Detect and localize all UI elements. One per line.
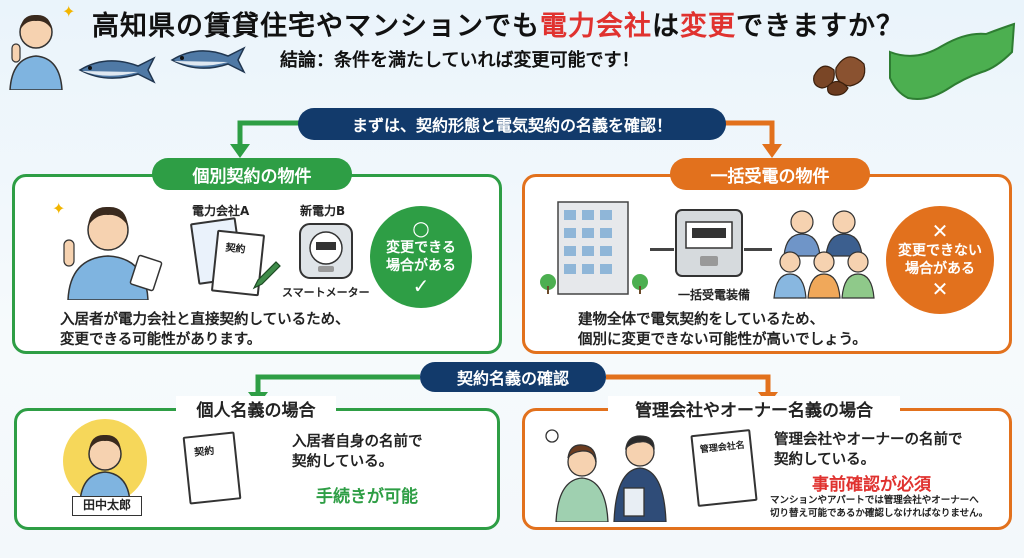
- bulk-power-text: 建物全体で電気契約をしているため、 個別に変更できない可能性が高いでしょう。: [578, 312, 867, 348]
- apartment-building-illustration: [540, 198, 650, 298]
- pen-icon: [250, 258, 284, 292]
- management-note: マンションやアパートでは管理会社やオーナーへ 切り替え可能であるか確認しなければ…: [770, 495, 989, 519]
- personal-name-label: 個人名義の場合: [176, 396, 336, 421]
- new-power-b-caption: 新電力B: [300, 204, 346, 218]
- procedure-possible-text: 手続きが可能: [316, 487, 418, 507]
- check-first-banner: まずは、契約形態と電気契約の名義を確認！: [298, 108, 726, 140]
- name-tag: 田中太郎: [72, 496, 142, 516]
- personal-contract-document: 契約: [182, 431, 242, 505]
- sparkle-icon: ✦: [62, 2, 76, 21]
- bulk-power-label: 一括受電の物件: [670, 158, 870, 190]
- residents-group-illustration: [772, 204, 876, 300]
- fish-illustration-2: [168, 42, 246, 76]
- svg-text:✦: ✦: [52, 199, 65, 218]
- not-changeable-badge: ✕ 変更できない 場合がある ✕: [886, 206, 994, 314]
- connection-line-2: [744, 248, 772, 251]
- mid-branch-arrows: [248, 374, 778, 405]
- smart-meter-caption: スマートメーター: [282, 286, 370, 299]
- bulk-meter-illustration: [674, 208, 744, 278]
- person-illustration-header: [4, 8, 68, 91]
- circle-ok-icon: ○: [412, 216, 430, 240]
- management-contract-document: 管理会社名: [690, 429, 758, 507]
- tenant-avatar: [62, 418, 148, 504]
- connection-line: [650, 248, 674, 251]
- contract-name-check-banner: 契約名義の確認: [420, 362, 606, 392]
- management-name-text: 管理会社やオーナーの名前で 契約している。: [774, 432, 963, 468]
- individual-contract-text: 入居者が電力会社と直接契約しているため、 変更できる可能性があります。: [60, 312, 350, 348]
- resident-illustration: ✦: [50, 196, 166, 301]
- page-title: 高知県の賃貸住宅やマンションでも電力会社は変更できますか？: [92, 11, 904, 42]
- page-subtitle: 結論：条件を満たしていれば変更可能です！: [280, 50, 640, 71]
- cross-icon-bottom: ✕: [931, 277, 949, 301]
- personal-name-text: 入居者自身の名前で 契約している。: [292, 434, 423, 470]
- cross-icon: ✕: [931, 219, 949, 243]
- individual-contract-label: 個別契約の物件: [152, 158, 352, 190]
- bulk-equipment-caption: 一括受電装備: [678, 288, 751, 302]
- changeable-badge: ○ 変更できる 場合がある ✓: [370, 206, 472, 308]
- kochi-map-illustration: [886, 22, 1018, 106]
- chestnut-illustration: [808, 46, 872, 96]
- smart-meter-illustration: [298, 222, 354, 280]
- fish-illustration-1: [76, 52, 156, 86]
- consultation-illustration: [540, 422, 680, 523]
- check-icon: ✓: [412, 274, 430, 298]
- power-company-a-caption: 電力会社A: [192, 204, 250, 218]
- top-branch-arrows: [230, 120, 782, 158]
- management-name-label: 管理会社やオーナー名義の場合: [608, 396, 900, 421]
- prior-check-required-text: 事前確認が必須: [812, 475, 931, 495]
